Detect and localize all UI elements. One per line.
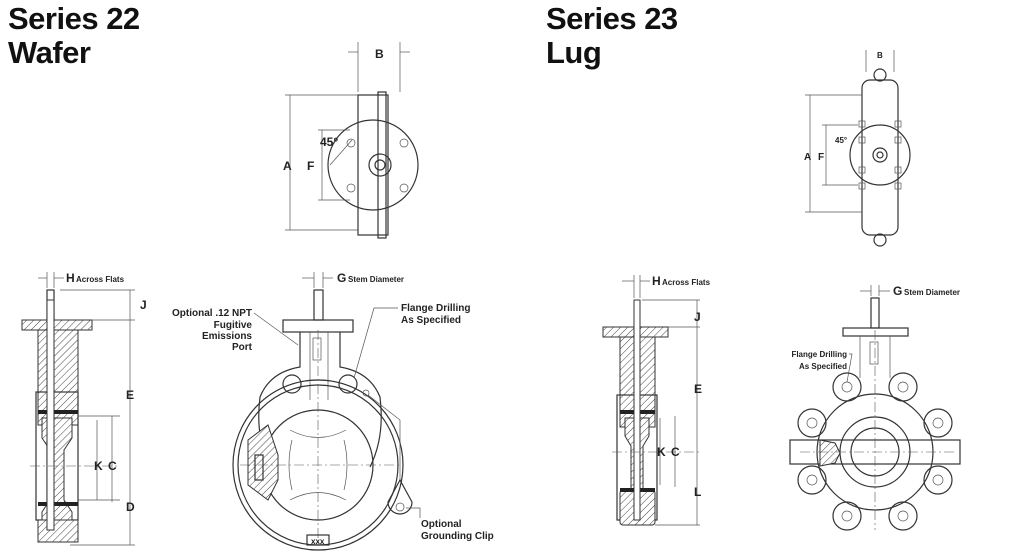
dim-d-label: D (126, 500, 135, 514)
dim-b-label: B (375, 47, 384, 61)
note-line: Fugitive (214, 320, 253, 331)
s23-top-view: B A F 45° (804, 50, 911, 247)
note-line: Optional (421, 519, 462, 530)
series-22-title-line2: Wafer (8, 35, 91, 70)
series-22-title: Series 22 Wafer (8, 2, 140, 70)
note-line: Grounding Clip (421, 531, 494, 542)
dim-c-label: C (671, 445, 680, 459)
note-line: As Specified (401, 315, 461, 326)
dim-k-label: K (657, 445, 666, 459)
grounding-clip-note: Optional Grounding Clip (421, 519, 494, 542)
note-line: Flange Drilling (791, 350, 847, 359)
dim-g-label: G (337, 271, 346, 285)
flange-drilling-note: Flange Drilling As Specified (401, 303, 470, 326)
series-23-title-line1: Series 23 (546, 1, 678, 36)
flange-drilling-note: Flange Drilling As Specified (791, 350, 847, 371)
note-line: Optional .12 NPT (172, 308, 252, 319)
dim-h-note: Across Flats (662, 278, 711, 287)
note-line: Flange Drilling (401, 303, 470, 314)
dim-j-label: J (140, 298, 147, 312)
dim-f-label: F (307, 159, 314, 173)
s22-top-view: B A F 45° (283, 42, 419, 239)
dim-e-label: E (694, 382, 702, 396)
series-23-title-line2: Lug (546, 35, 602, 70)
dim-h-note: Across Flats (76, 275, 125, 284)
dim-g-label: G (893, 284, 902, 298)
dim-a-label: A (804, 152, 811, 163)
s22-front-view: xxx G Stem Diameter Optional .12 NPT Fug… (172, 271, 494, 551)
dim-a-label: A (283, 159, 292, 173)
s23-front-view: G Stem Diameter Flange Drilling As Speci… (789, 284, 961, 531)
tag-label: xxx (311, 537, 325, 546)
fugitive-emissions-port-note: Optional .12 NPT Fugitive Emissions Port (172, 308, 253, 353)
dim-b-label: B (877, 51, 883, 60)
note-line: Port (232, 342, 253, 353)
series-23-title: Series 23 Lug (546, 2, 678, 70)
series-22-title-line1: Series 22 (8, 1, 140, 36)
angle-label: 45° (835, 136, 847, 145)
dim-j-label: J (694, 310, 701, 324)
dim-f-label: F (818, 152, 824, 163)
dim-k-label: K (94, 459, 103, 473)
s22-side-view: H Across Flats J E K C D (21, 271, 147, 546)
dim-h-label: H (652, 274, 661, 288)
note-line: Emissions (202, 331, 252, 342)
dim-l-label: L (694, 485, 701, 499)
dim-g-note: Stem Diameter (904, 288, 960, 297)
s23-side-view: H Across Flats J E K C L (602, 274, 711, 526)
dim-e-label: E (126, 388, 134, 402)
dim-c-label: C (108, 459, 117, 473)
angle-label: 45° (320, 135, 338, 149)
note-line: As Specified (799, 362, 847, 371)
dim-g-note: Stem Diameter (348, 275, 404, 284)
dim-h-label: H (66, 271, 75, 285)
